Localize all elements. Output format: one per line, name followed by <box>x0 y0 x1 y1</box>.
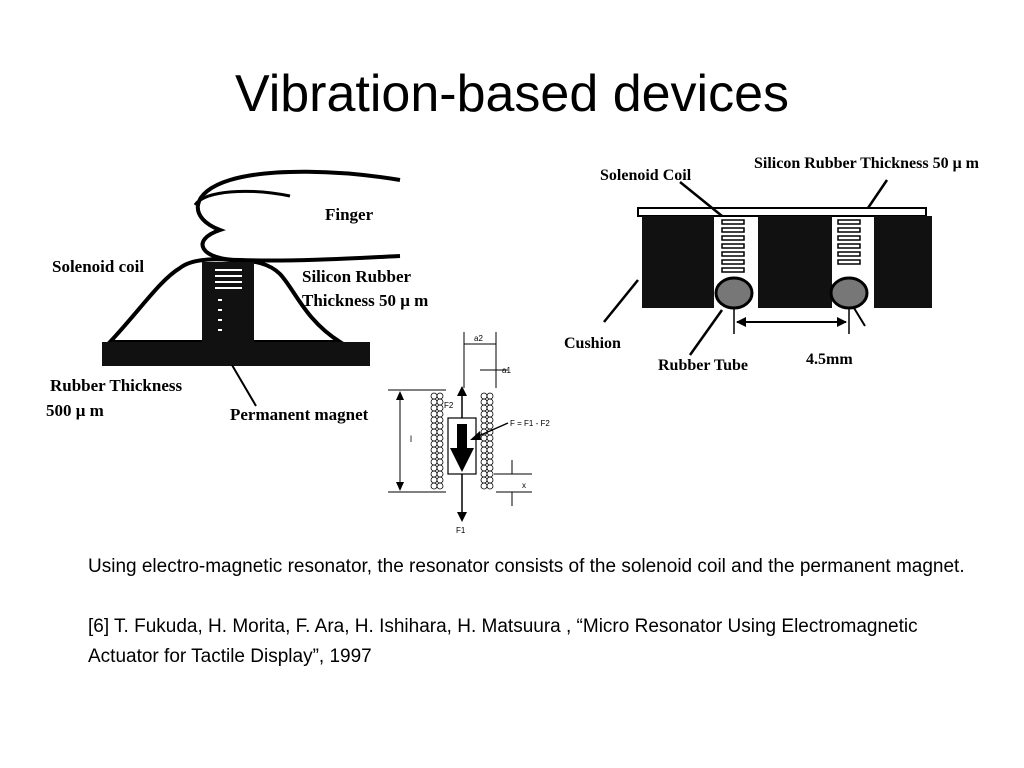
coil-circles-right <box>480 392 494 490</box>
cushion-block-middle <box>758 216 832 308</box>
paragraph-gap <box>88 582 988 612</box>
coil-windings <box>215 269 242 331</box>
l-label: l <box>410 434 412 444</box>
coil-stack-right <box>837 219 861 265</box>
f1-arrow-head <box>457 512 467 522</box>
magnet-force-shaft <box>457 424 467 450</box>
silicon-rubber-label-1: Silicon Rubber <box>302 267 412 286</box>
rubber-thickness-label-1: Rubber Thickness <box>50 376 182 395</box>
base-plate <box>102 342 370 366</box>
force-eq-label: F = F1 - F2 <box>510 419 550 428</box>
finger-device-diagram: Finger Solenoid coil Silicon Rubber Thic… <box>46 169 428 424</box>
tube-pointer <box>688 309 724 356</box>
finger-outline <box>195 169 401 263</box>
cushion-label: Cushion <box>564 335 621 352</box>
force-eq-pointer-head <box>470 431 481 440</box>
silicon-rubber-sheet <box>637 207 927 217</box>
description-paragraph: Using electro-magnetic resonator, the re… <box>88 556 965 577</box>
finger-nail <box>193 189 291 206</box>
permanent-magnet-label: Permanent magnet <box>230 405 369 424</box>
magnet-force-head <box>450 448 474 472</box>
array-device-diagram: Solenoid Coil Silicon Rubber Thickness 5… <box>564 155 980 374</box>
cushion-block-right <box>874 216 932 308</box>
spacing-arrow-left <box>736 317 746 327</box>
coil-circles-left <box>430 392 444 490</box>
silicon-rubber-label-2: Thickness 50 μ m <box>302 291 428 310</box>
coil-stack-left <box>721 219 745 273</box>
slide-title: Vibration-based devices <box>234 65 790 123</box>
rubber-tube-right <box>829 276 869 310</box>
cushion-pointer <box>603 279 639 323</box>
x-label: x <box>522 481 526 490</box>
f2-label: F2 <box>444 401 454 410</box>
f1-label: F1 <box>456 526 466 535</box>
solenoid-pointer <box>679 181 723 217</box>
silicon-rubber-label: Silicon Rubber Thickness 50 μ m <box>754 155 980 172</box>
rubber-thickness-label-2: 500 μ m <box>46 401 104 420</box>
rubber-pointer <box>866 179 889 209</box>
spacing-label: 4.5mm <box>806 351 853 368</box>
force-schematic: a2 a1 l F2 F1 F = F1 - F2 <box>388 332 550 535</box>
rubber-tube-left <box>714 276 754 310</box>
solenoid-coil-label: Solenoid coil <box>52 257 144 276</box>
magnet-pointer <box>231 364 257 407</box>
spacing-arrow-right <box>837 317 847 327</box>
l-arrow-bottom <box>396 482 404 491</box>
reference-paragraph: [6] T. Fukuda, H. Morita, F. Ara, H. Ish… <box>88 616 918 667</box>
slide-body: Using electro-magnetic resonator, the re… <box>88 552 988 672</box>
finger-label: Finger <box>325 205 374 224</box>
rubber-tube-label: Rubber Tube <box>658 357 748 374</box>
coil-block <box>202 262 254 344</box>
cushion-block-left <box>642 216 714 308</box>
a2-label: a2 <box>474 334 483 343</box>
l-arrow-top <box>396 391 404 400</box>
tube-pointer-right <box>853 307 866 327</box>
a1-label: a1 <box>502 366 511 375</box>
solenoid-coil-label: Solenoid Coil <box>600 167 692 184</box>
f2-arrow-head <box>457 386 467 396</box>
